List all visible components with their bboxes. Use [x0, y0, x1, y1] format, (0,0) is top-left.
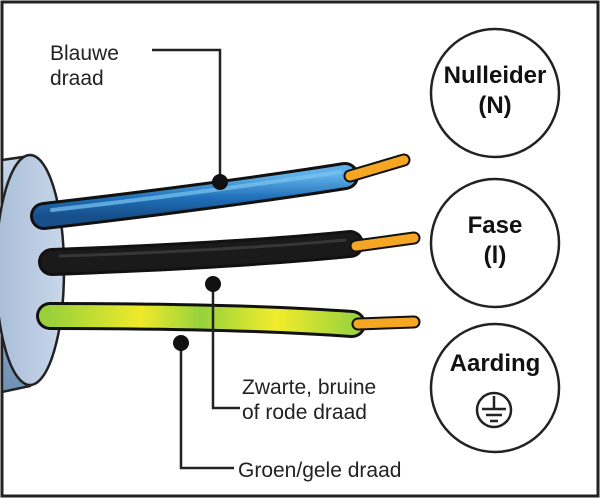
- earth-circle: [429, 322, 561, 454]
- blue-wire-label-line1: Blauwe: [50, 42, 119, 65]
- black-wire-leader: [211, 284, 240, 410]
- phase-circle-text: Fase (l): [428, 211, 562, 271]
- black-wire: [38, 230, 421, 276]
- neutral-symbol: (N): [478, 92, 512, 119]
- green-yellow-wire: [36, 302, 421, 338]
- black-wire-marker: [205, 276, 221, 292]
- earth-ground-icon: [475, 391, 513, 429]
- black-wire-label: Zwarte, bruine of rode draad: [242, 375, 376, 425]
- earth-title: Aarding: [449, 350, 541, 377]
- green-wire-marker: [173, 335, 189, 351]
- neutral-circle-text: Nulleider (N): [428, 61, 562, 121]
- phase-circle: [429, 177, 561, 309]
- earth-circle-text: Aarding: [428, 349, 562, 379]
- phase-title: Fase: [467, 212, 523, 239]
- green-wire-leader: [179, 343, 234, 470]
- blue-wire-label-line2: draad: [50, 67, 104, 90]
- black-wire-label-line2: of rode draad: [242, 401, 367, 424]
- neutral-circle: [429, 27, 561, 159]
- blue-wire-label: Blauwe draad: [50, 41, 119, 91]
- black-wire-label-line1: Zwarte, bruine: [242, 376, 377, 399]
- blue-wire-marker: [212, 174, 228, 190]
- phase-symbol: (l): [483, 242, 507, 269]
- neutral-title: Nulleider: [443, 62, 547, 89]
- blue-wire-leader: [152, 48, 222, 182]
- blue-wire: [30, 153, 411, 230]
- green-wire-label: Groen/gele draad: [238, 459, 402, 482]
